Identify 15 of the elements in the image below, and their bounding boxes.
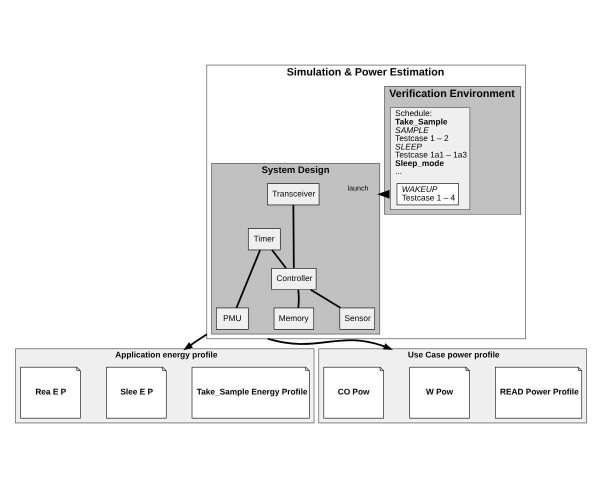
arrow <box>377 190 390 199</box>
node-box: Memory <box>274 308 314 330</box>
connector <box>297 290 300 308</box>
connector <box>236 250 261 308</box>
connector <box>292 204 295 268</box>
connector <box>271 249 287 269</box>
node-box: Sensor <box>340 308 376 330</box>
node-box: WAKEUP Testcase 1 – 4 <box>396 183 459 206</box>
node-box: PMU <box>216 308 249 330</box>
node-box: Timer <box>248 228 281 250</box>
node-box: Controller <box>271 268 316 290</box>
arrow <box>268 338 393 350</box>
node-box: Transceiver <box>267 183 320 206</box>
connector <box>310 288 341 309</box>
arrow <box>183 334 208 350</box>
